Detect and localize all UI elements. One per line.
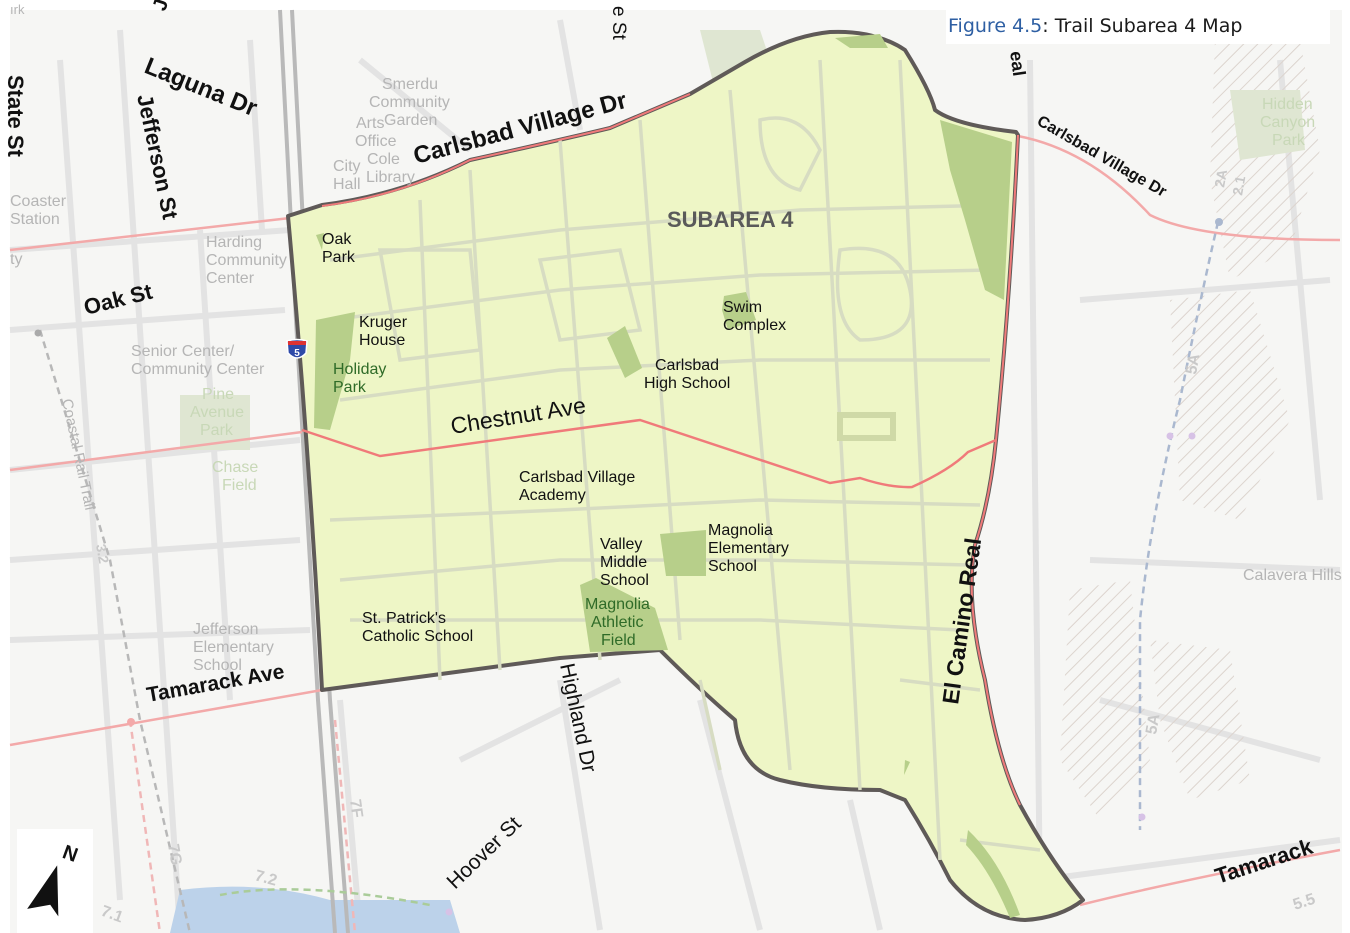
figure-separator: : bbox=[1042, 15, 1055, 37]
subarea-label: SUBAREA 4 bbox=[667, 207, 794, 232]
trail-number-7-1: 7.1 bbox=[99, 903, 126, 927]
oak-park-area bbox=[316, 233, 324, 250]
trail-junction-markers bbox=[34, 218, 1223, 916]
street-label-state-st: State St bbox=[3, 75, 28, 158]
senior-center-label: Senior Center/Community Center bbox=[131, 343, 265, 378]
trail-number-5a-upper: 5A bbox=[1183, 352, 1203, 376]
trail-number-2-1: 2.1 bbox=[1229, 174, 1248, 196]
trail-number-7-2: 7.2 bbox=[253, 867, 279, 889]
street-label-el-camino-real-top: eal bbox=[1006, 50, 1029, 78]
carlsbad-village-dr-road bbox=[321, 93, 691, 207]
water-body bbox=[170, 886, 460, 933]
swim-complex-area bbox=[722, 292, 756, 330]
east-open-space bbox=[940, 120, 1012, 300]
chestnut-ave-road bbox=[301, 418, 997, 489]
trail-number-3-2: 3.2 bbox=[93, 543, 112, 565]
street-label-top-st: e St bbox=[608, 6, 629, 41]
north-open-space bbox=[835, 34, 888, 48]
magnolia-elementary-field bbox=[660, 530, 706, 576]
trail-number-7g: 7G bbox=[164, 843, 184, 867]
trail-number-5a-lower: 5A bbox=[1143, 712, 1163, 736]
south-open-space bbox=[966, 830, 1020, 918]
figure-title: Figure 4.5: Trail Subarea 4 Map bbox=[946, 8, 1330, 44]
trail-number-7f: 7F bbox=[346, 798, 365, 819]
subarea-parks bbox=[314, 34, 1020, 918]
calavera-hills-label: Calavera Hills bbox=[1243, 567, 1342, 584]
figure-number: Figure 4.5 bbox=[948, 15, 1043, 37]
holiday-park-area bbox=[314, 312, 355, 430]
el-camino-real-road bbox=[970, 134, 1021, 806]
arterial-roads bbox=[9, 134, 1341, 907]
north-arrow: N bbox=[17, 829, 93, 933]
interstate-shield-icon: 5 bbox=[286, 338, 308, 359]
magnolia-athletic-field-area bbox=[580, 578, 668, 652]
trail-number-labels: 3.2 7G 7F 7.2 7.1 5A 5A 2A 2.1 5.5 bbox=[93, 168, 1317, 926]
top-left-fragment-label: ırk bbox=[10, 2, 25, 17]
trail-number-2a: 2A bbox=[1211, 168, 1230, 188]
trail-number-5-5: 5.5 bbox=[1291, 891, 1318, 914]
left-fragment-label: ty bbox=[10, 251, 22, 268]
north-arrow-icon: N bbox=[27, 841, 81, 917]
north-letter: N bbox=[59, 841, 80, 867]
figure-title-text: Trail Subarea 4 Map bbox=[1054, 15, 1243, 37]
background-street-grid bbox=[9, 19, 1341, 931]
school-court bbox=[837, 412, 896, 441]
dashed-trails bbox=[38, 221, 1220, 933]
carlsbad-high-field bbox=[607, 326, 642, 378]
shield-number: 5 bbox=[294, 348, 300, 359]
